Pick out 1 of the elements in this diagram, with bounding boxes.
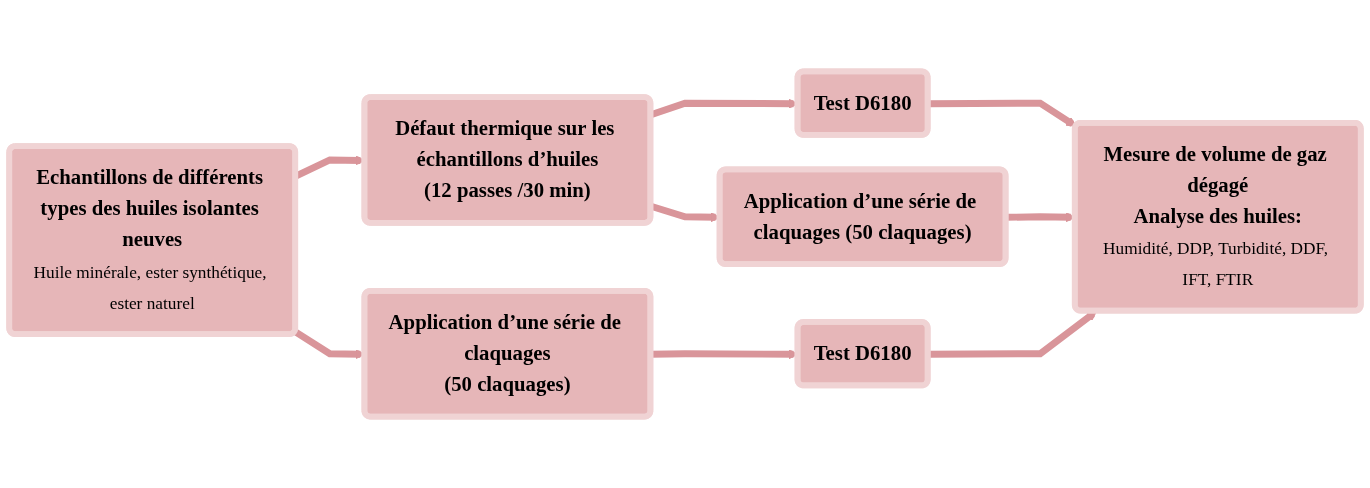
arrow <box>928 99 1077 127</box>
